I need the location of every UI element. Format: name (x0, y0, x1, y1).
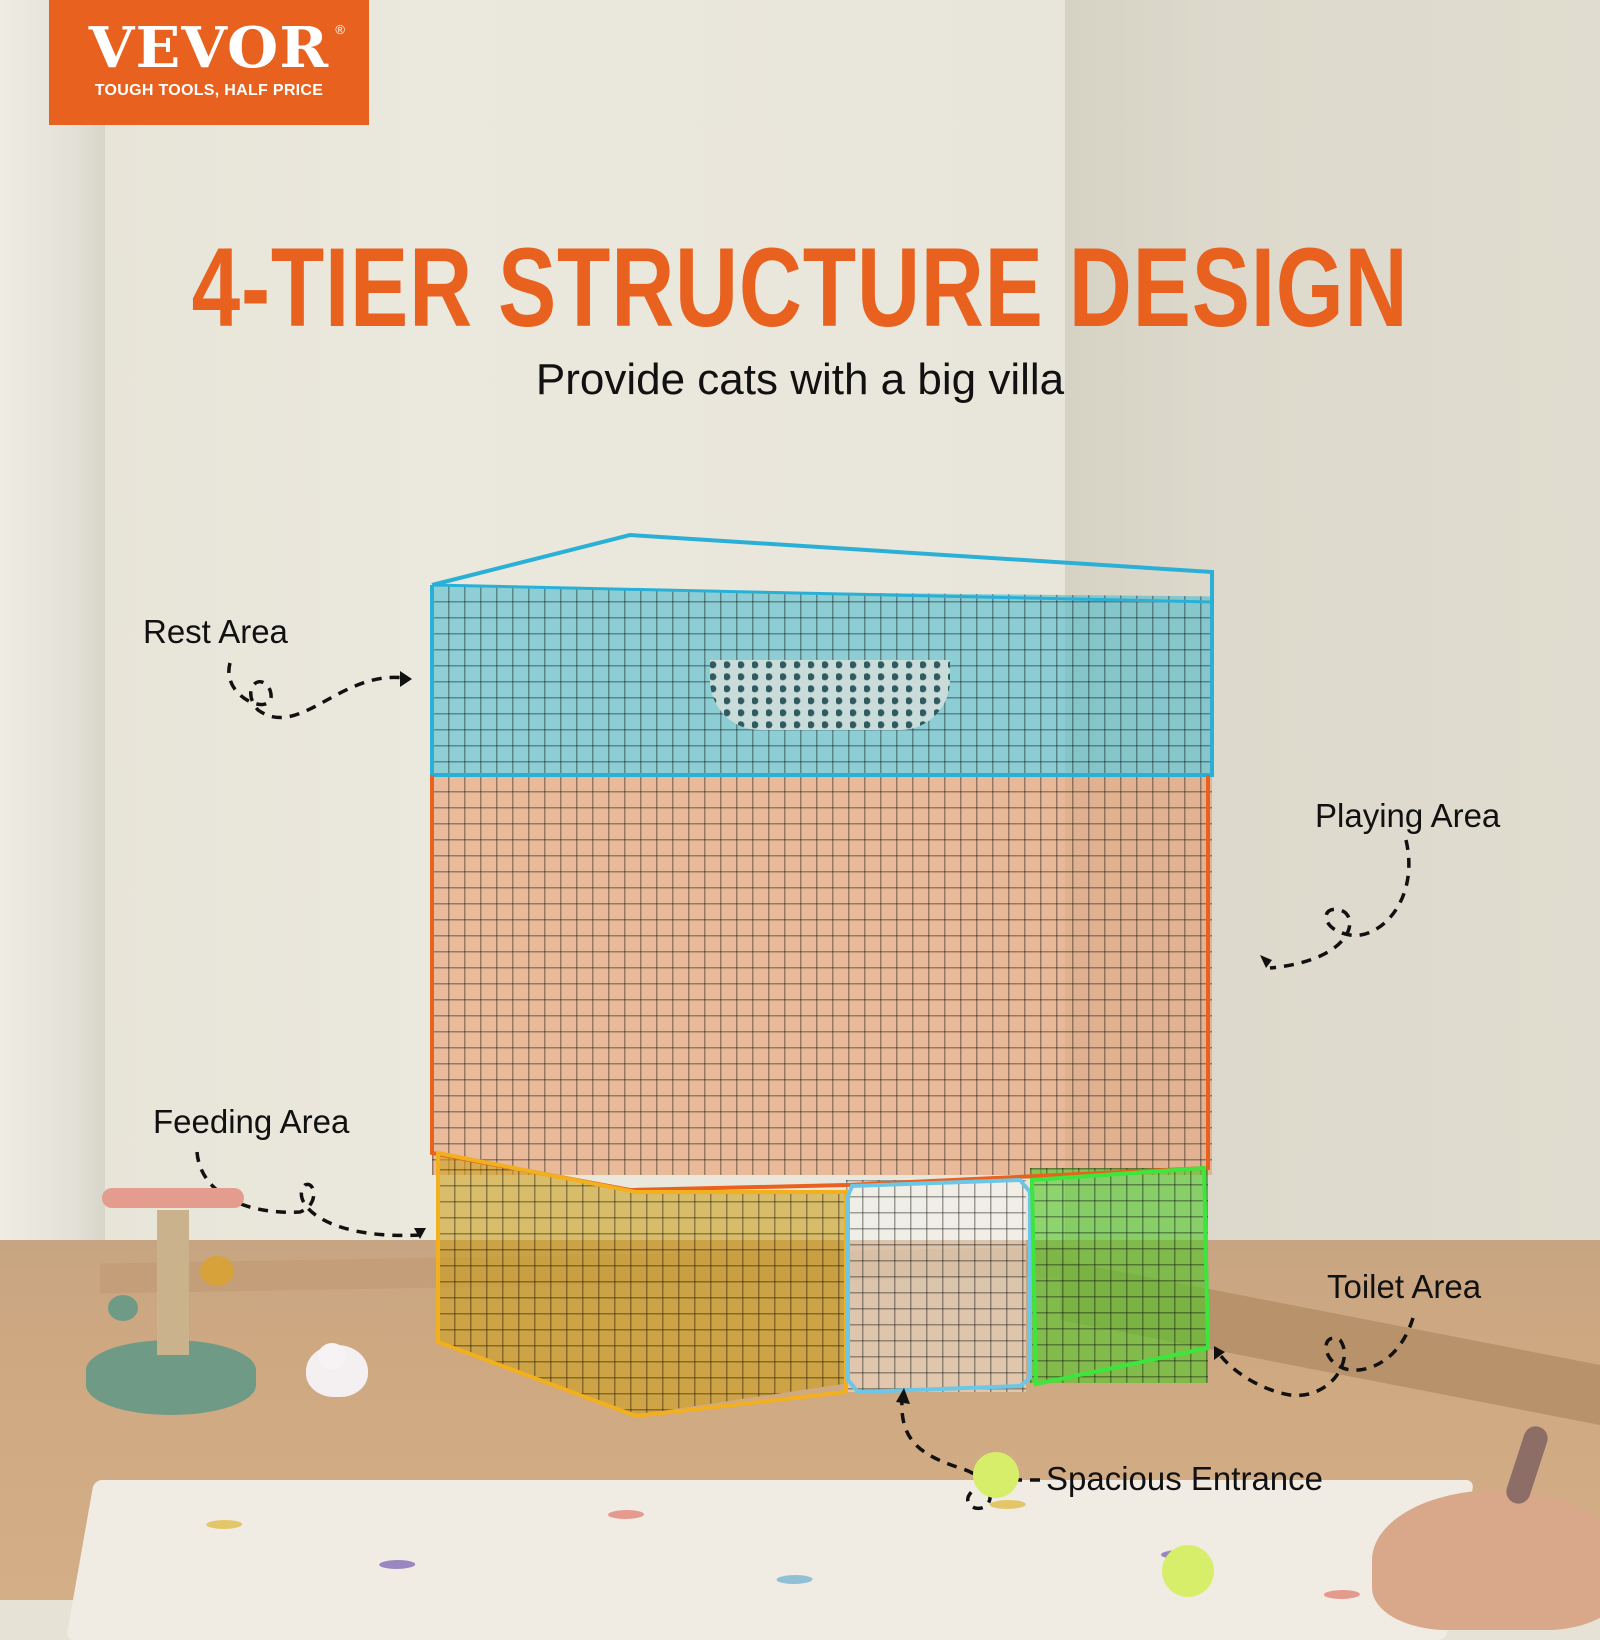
callout-spacious-entrance: Spacious Entrance (1046, 1460, 1324, 1497)
curtain (0, 0, 105, 1320)
toilet-area-tier (1030, 1168, 1208, 1383)
hammock (710, 660, 950, 730)
callout-feeding-area: Feeding Area (153, 1103, 350, 1140)
vevor-logo: VEVOR ® TOUGH TOOLS, HALF PRICE (49, 0, 369, 125)
tennis-ball (1162, 1545, 1214, 1597)
page-subtitle: Provide cats with a big villa (535, 355, 1065, 404)
playing-area-tier (432, 775, 1212, 1175)
pumpkin-plush (1372, 1490, 1600, 1630)
registered-mark: ® (335, 22, 345, 37)
entrance-tier (846, 1180, 1026, 1392)
callout-playing-area: Playing Area (1315, 797, 1501, 834)
tier-outlines (195, 532, 1415, 1510)
callout-toilet-area: Toilet Area (1327, 1268, 1482, 1305)
callout-rest-area: Rest Area (143, 613, 288, 650)
duck-head (318, 1343, 346, 1369)
brand-tagline: TOUGH TOOLS, HALF PRICE (94, 82, 324, 99)
page-title: 4-TIER STRUCTURE DESIGN (191, 225, 1409, 350)
brand-name: VEVOR (88, 15, 330, 81)
tennis-ball (973, 1452, 1019, 1498)
